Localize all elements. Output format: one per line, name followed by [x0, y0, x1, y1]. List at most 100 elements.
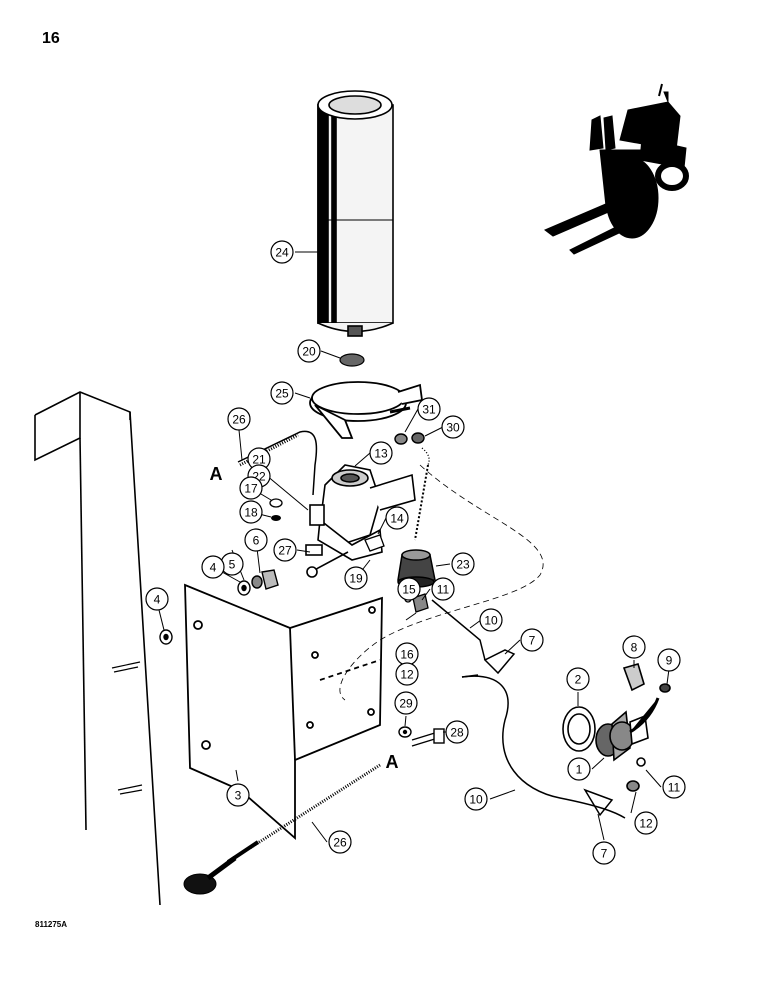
section-marker-upper: A [210, 464, 223, 484]
callout-label: 19 [349, 572, 363, 586]
callout-9: 9 [657, 648, 681, 672]
callout-label: 26 [232, 413, 246, 427]
callout-label: 25 [275, 387, 289, 401]
callout-circle [567, 757, 591, 781]
callout-circle [385, 506, 409, 530]
washer-4-lower [159, 629, 173, 645]
callout-circle [145, 587, 169, 611]
callout-circle [431, 577, 455, 601]
callout-circle [445, 720, 469, 744]
callout-label: 10 [484, 614, 498, 628]
callout-12: 12 [395, 662, 419, 686]
callout-21: 21 [247, 447, 271, 471]
callout-label: 9 [666, 654, 673, 668]
callout-14: 14 [385, 506, 409, 530]
callout-circle [270, 240, 294, 264]
callout-circle [273, 538, 297, 562]
callout-18: 18 [239, 500, 263, 524]
callout-label: 12 [400, 668, 414, 682]
callout-13: 13 [369, 441, 393, 465]
callout-label: 24 [275, 246, 289, 260]
cable-lower [183, 763, 381, 895]
callout-26: 26 [328, 830, 352, 854]
callout-1: 1 [567, 757, 591, 781]
callout-circle [520, 628, 544, 652]
callout-3: 3 [226, 783, 250, 807]
callout-label: 17 [244, 482, 258, 496]
callout-11: 11 [431, 577, 455, 601]
callout-label: 28 [450, 726, 464, 740]
mounting-bracket [184, 583, 383, 840]
callout-label: 30 [446, 421, 460, 435]
callout-circle [369, 441, 393, 465]
callout-circle [395, 662, 419, 686]
callout-6: 6 [244, 528, 268, 552]
callout-label: 8 [631, 641, 638, 655]
callout-25: 25 [270, 381, 294, 405]
callout-circle [622, 635, 646, 659]
callout-15: 15 [397, 577, 421, 601]
callout-label: 5 [229, 558, 236, 572]
callout-8: 8 [622, 635, 646, 659]
callout-27: 27 [273, 538, 297, 562]
callout-label: 3 [235, 789, 242, 803]
callout-circle [441, 415, 465, 439]
callout-circle [239, 476, 263, 500]
callout-circle [226, 783, 250, 807]
hidden-tube-path [339, 464, 544, 701]
callout-circle [592, 841, 616, 865]
valve-body [309, 464, 416, 561]
callout-circle [451, 552, 475, 576]
callout-4: 4 [145, 587, 169, 611]
callout-4: 4 [201, 555, 225, 579]
callout-circle [394, 691, 418, 715]
callout-label: 4 [154, 593, 161, 607]
callout-circle [657, 648, 681, 672]
leader-lines [156, 251, 670, 843]
callout-5: 5 [220, 552, 244, 576]
callout-label: 11 [437, 583, 450, 597]
callout-label: 31 [422, 403, 436, 417]
callout-7: 7 [520, 628, 544, 652]
washer-18 [271, 515, 281, 521]
callout-7: 7 [592, 841, 616, 865]
callout-circle [201, 555, 225, 579]
callout-label: 2 [575, 673, 582, 687]
callout-label: 18 [244, 506, 258, 520]
callout-16: 16 [395, 642, 419, 666]
ether-cylinder [317, 90, 394, 337]
callout-10: 10 [464, 787, 488, 811]
callout-circle [328, 830, 352, 854]
callout-label: 12 [639, 817, 653, 831]
callout-31: 31 [417, 397, 441, 421]
gasket-17 [269, 498, 283, 508]
valve-arm [305, 544, 349, 578]
stud-bolt-lower [117, 784, 143, 795]
callout-30: 30 [441, 415, 465, 439]
callout-29: 29 [394, 691, 418, 715]
callout-24: 24 [270, 240, 294, 264]
callout-12: 12 [634, 811, 658, 835]
callout-2: 2 [566, 667, 590, 691]
callout-23: 23 [451, 552, 475, 576]
forklift-icon [544, 83, 689, 255]
page-number: 16 [42, 30, 60, 47]
section-marker-lower: A [386, 752, 399, 772]
tube-upper [431, 599, 486, 661]
callout-label: 21 [252, 453, 266, 467]
callout-circle [464, 787, 488, 811]
adapter-assembly [562, 663, 671, 792]
fittings-30-31 [394, 432, 430, 541]
callout-circle [662, 775, 686, 799]
figure-code: 811275A [35, 920, 68, 929]
nut-washer-stack [237, 569, 279, 596]
callout-label: 16 [400, 648, 414, 662]
callout-26: 26 [227, 407, 251, 431]
callout-label: 7 [529, 634, 536, 648]
callout-label: 10 [469, 793, 483, 807]
washer-20 [339, 353, 365, 367]
callout-circle [297, 339, 321, 363]
callout-label: 7 [601, 847, 608, 861]
callout-circle [227, 407, 251, 431]
